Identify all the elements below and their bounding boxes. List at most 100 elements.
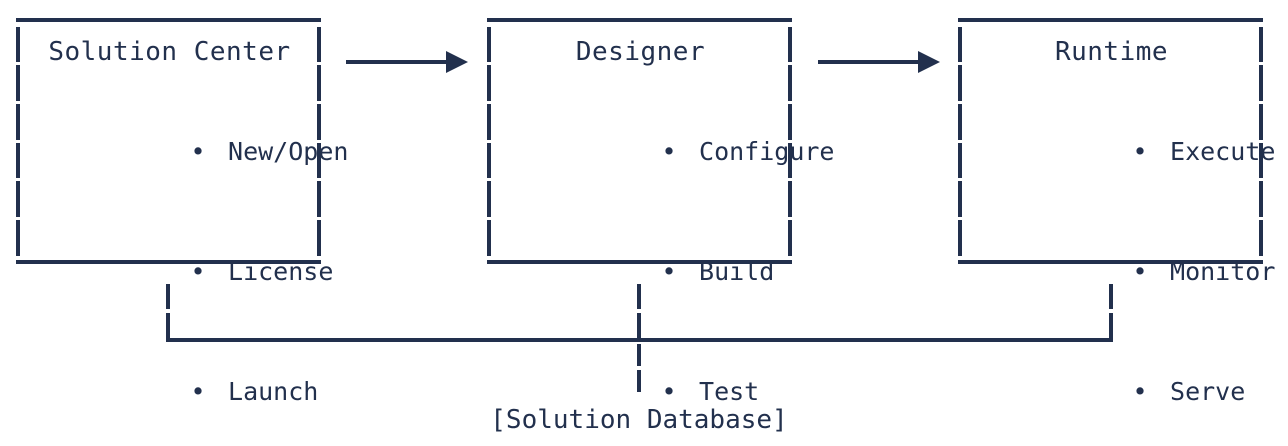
- pipe-glyph: [1259, 26, 1263, 63]
- list-item[interactable]: • License: [40, 212, 334, 332]
- list-item[interactable]: • Launch: [40, 332, 319, 446]
- arrow-shaft: [818, 60, 920, 64]
- pipe-glyph: [1259, 142, 1263, 179]
- pipe-glyph: [166, 284, 170, 309]
- connector-drop-solution-center: [166, 282, 170, 340]
- pipe-glyph: [1259, 181, 1263, 217]
- list-item-label: New/Open: [228, 137, 349, 166]
- connector-drop-runtime: [1109, 282, 1113, 340]
- bullet-icon: •: [190, 377, 206, 406]
- list-item[interactable]: • Configure: [511, 92, 835, 212]
- box-content: Designer • Configure • Build • Test: [491, 22, 835, 406]
- pipe-glyph: [16, 26, 20, 63]
- list-item-label: Build: [699, 257, 775, 286]
- arrow-shaft: [346, 60, 448, 64]
- arrow-solution-center-to-designer: [346, 51, 468, 73]
- box-border-left: [16, 22, 20, 260]
- list-item-label: Configure: [699, 137, 835, 166]
- pipe-glyph: [487, 219, 491, 256]
- pipe-glyph: [958, 219, 962, 256]
- pipe-glyph: [317, 142, 321, 179]
- list-item-label: Test: [699, 377, 760, 406]
- list-item[interactable]: • Serve: [982, 332, 1246, 446]
- box-border-left: [487, 22, 491, 260]
- connector-drop-designer: [637, 282, 641, 340]
- pipe-glyph: [1259, 219, 1263, 256]
- box-border-bottom: [487, 260, 792, 264]
- arrow-head-icon: [918, 51, 940, 73]
- pipe-glyph: [317, 103, 321, 140]
- list-item[interactable]: • New/Open: [40, 92, 349, 212]
- pipe-glyph: [16, 142, 20, 179]
- pipe-glyph: [487, 142, 491, 179]
- pipe-glyph: [637, 284, 641, 309]
- pipe-glyph: [637, 313, 641, 338]
- bullet-icon: •: [190, 257, 206, 286]
- connector-stem-to-datastore: [637, 342, 641, 394]
- list-item[interactable]: • Execute: [982, 92, 1276, 212]
- pipe-glyph: [958, 142, 962, 179]
- pipe-glyph: [487, 103, 491, 140]
- box-border-bottom: [958, 260, 1263, 264]
- stage-box-solution-center[interactable]: Solution Center • New/Open • License • Laun…: [16, 18, 348, 406]
- bullet-icon: •: [661, 137, 677, 166]
- pipe-glyph: [958, 65, 962, 101]
- pipe-glyph: [166, 313, 170, 338]
- list-item[interactable]: • Build: [511, 212, 775, 332]
- box-border-top: [958, 18, 1263, 22]
- pipe-glyph: [958, 181, 962, 217]
- pipe-glyph: [1259, 65, 1263, 101]
- pipe-glyph: [1259, 103, 1263, 140]
- stage-item-list-designer: • Configure • Build • Test: [511, 92, 835, 446]
- datastore-label: [Solution Database]: [490, 405, 788, 435]
- pipe-glyph: [1109, 284, 1113, 309]
- pipe-glyph: [637, 370, 641, 392]
- pipe-glyph: [16, 103, 20, 140]
- box-content: Solution Center • New/Open • License • Laun…: [20, 22, 348, 406]
- pipe-glyph: [958, 103, 962, 140]
- bullet-icon: •: [1132, 257, 1148, 286]
- list-item-label: Serve: [1170, 377, 1246, 406]
- arrow-designer-to-runtime: [818, 51, 940, 73]
- bullet-icon: •: [190, 137, 206, 166]
- pipe-glyph: [1109, 313, 1113, 338]
- box-border-top: [16, 18, 321, 22]
- pipe-glyph: [788, 181, 792, 217]
- pipe-glyph: [788, 219, 792, 256]
- stage-item-list-runtime: • Execute • Monitor • Serve: [982, 92, 1276, 446]
- bullet-icon: •: [1132, 137, 1148, 166]
- stage-box-runtime[interactable]: Runtime • Execute • Monitor • Serve: [958, 18, 1275, 406]
- pipe-glyph: [788, 65, 792, 101]
- stage-item-list-solution-center: • New/Open • License • Launch: [40, 92, 349, 446]
- pipe-glyph: [317, 219, 321, 256]
- box-border-right: [317, 22, 321, 260]
- stage-title-solution-center: Solution Center: [48, 37, 291, 67]
- bullet-icon: •: [1132, 377, 1148, 406]
- list-item[interactable]: • Monitor: [982, 212, 1276, 332]
- box-border-bottom: [16, 260, 321, 264]
- stage-title-runtime: Runtime: [1054, 37, 1169, 67]
- bullet-icon: •: [661, 377, 677, 406]
- box-border-right: [1259, 22, 1263, 260]
- pipe-glyph: [788, 142, 792, 179]
- list-item-label: Execute: [1170, 137, 1276, 166]
- pipe-glyph: [788, 103, 792, 140]
- list-item[interactable]: • Test: [511, 332, 770, 446]
- pipe-glyph: [317, 26, 321, 63]
- bullet-icon: •: [661, 257, 677, 286]
- pipe-glyph: [487, 65, 491, 101]
- pipe-glyph: [317, 65, 321, 101]
- arrow-head-icon: [446, 51, 468, 73]
- list-item-label: Monitor: [1170, 257, 1276, 286]
- pipe-glyph: [16, 181, 20, 217]
- pipe-glyph: [487, 26, 491, 63]
- connector-horizontal-bar: [166, 338, 1113, 342]
- box-border-top: [487, 18, 792, 22]
- list-item-label: Launch: [228, 377, 319, 406]
- stage-box-designer[interactable]: Designer • Configure • Build • Test: [487, 18, 835, 406]
- stage-title-designer: Designer: [575, 37, 706, 67]
- list-item-label: License: [228, 257, 334, 286]
- pipe-glyph: [16, 65, 20, 101]
- pipe-glyph: [317, 181, 321, 217]
- pipe-glyph: [16, 219, 20, 256]
